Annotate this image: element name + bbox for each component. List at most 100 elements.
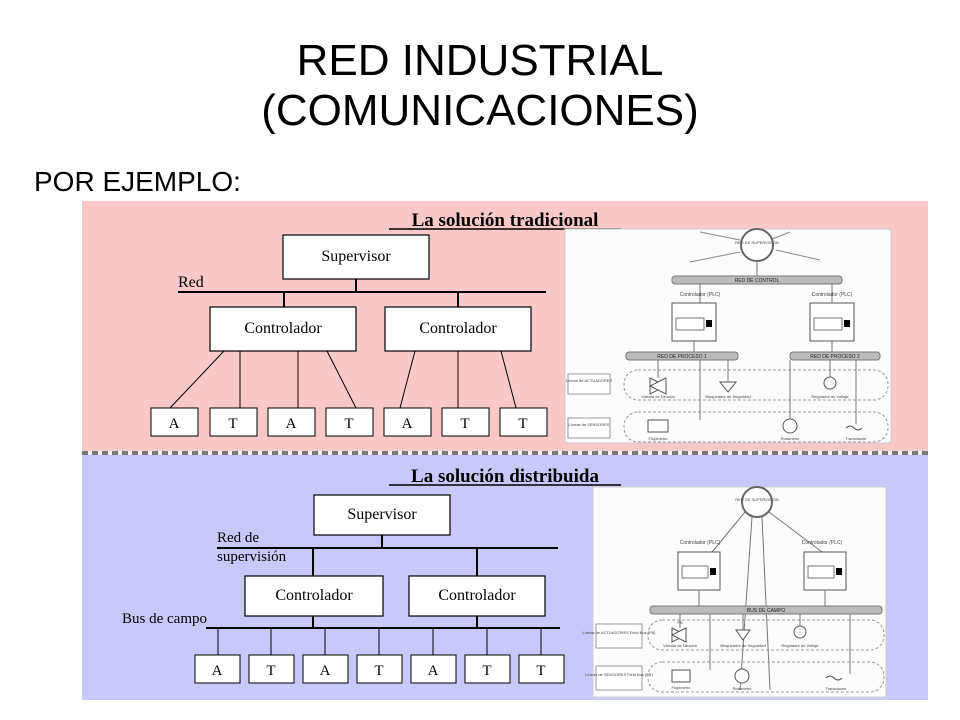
- distributed-device-label: A: [320, 663, 331, 679]
- traditional-controller-1-box: [209, 306, 357, 352]
- detail-lock-label: Bloqueador de Seguridad: [705, 394, 750, 399]
- slide-title-line-2: (COMUNICACIONES): [261, 86, 699, 135]
- distributed-device-box: [410, 654, 457, 684]
- traditional-network-label: Red: [178, 274, 204, 291]
- traditional-controller-1-label: Controlador: [244, 320, 322, 337]
- detail-sensor-lines-tag: [595, 665, 643, 691]
- rotameter-icon: [782, 418, 798, 434]
- distributed-controller-2-label: Controlador: [438, 587, 516, 604]
- traditional-device-label: A: [286, 416, 297, 432]
- detail-link: [711, 511, 746, 553]
- traditional-diagram: La solución tradicional Supervisor Red C…: [150, 210, 892, 444]
- traditional-device-label: T: [518, 416, 527, 432]
- detail-control-bus-label: RED DE CONTROL: [735, 278, 780, 284]
- detail-plc-1-label: Controlador (PLC): [680, 292, 721, 298]
- traditional-wire: [326, 350, 357, 409]
- detail-valve-label: Válvula de Dilución: [641, 394, 675, 399]
- detail-flowmeter-label: Flujómetro: [649, 436, 669, 441]
- detail-flowmeter-label: Flujómetro: [672, 685, 692, 690]
- regulator-icon: [793, 625, 807, 639]
- distributed-device-box: [248, 654, 295, 684]
- distributed-network-label-1: Red de: [217, 530, 259, 546]
- distributed-supervisor-box: [313, 494, 451, 536]
- detail-top-node-label: RED DE SUPERVISIÓN: [735, 240, 779, 245]
- plc-1-indicator-icon: [706, 320, 712, 327]
- detail-control-bus: [671, 275, 843, 285]
- distributed-device-label: T: [374, 663, 383, 679]
- rotameter-icon: [734, 668, 750, 684]
- traditional-detail-figure: RED DE SUPERVISIÓN RED DE CONTROL Contro…: [564, 228, 892, 444]
- detail-sensor-loop: [623, 411, 889, 443]
- distributed-device-label: T: [482, 663, 491, 679]
- detail-regulator-label: Regulador de Voltaje: [811, 394, 849, 399]
- detail-link: [699, 231, 741, 241]
- distributed-heading: La solución distribuida: [411, 466, 599, 487]
- regulator-icon: [823, 376, 837, 390]
- detail-plc-2-label: Controlador (PLC): [812, 292, 853, 298]
- plc-2-indicator-icon: [844, 320, 850, 327]
- traditional-device-box: [499, 407, 548, 437]
- detail-sensor-lines-label: Líneas de SENSORES: [569, 422, 610, 427]
- network-node-icon: [741, 486, 773, 518]
- detail-field-bus: [649, 605, 883, 615]
- traditional-wire: [500, 350, 517, 409]
- distributed-device-label: T: [266, 663, 275, 679]
- distributed-controller-2-box: [408, 575, 546, 617]
- slide-title-line-1: RED INDUSTRIAL: [296, 36, 664, 85]
- distributed-supervisor-label: Supervisor: [347, 506, 417, 523]
- detail-link: [739, 516, 753, 691]
- detail-sensor-lines-label: Líneas de SENSORES Field Bus (FB): [585, 672, 653, 677]
- traditional-device-label: T: [460, 416, 469, 432]
- traditional-supervisor-label: Supervisor: [321, 248, 391, 265]
- plc-1-screen-icon: [675, 317, 705, 331]
- detail-regulator-label: Regulador de Voltaje: [781, 643, 819, 648]
- traditional-device-label: A: [402, 416, 413, 432]
- network-node-icon: [740, 228, 774, 262]
- distributed-diagram: La solución distribuida Supervisor Red d…: [122, 466, 887, 698]
- detail-field-bus-label: BUS DE CAMPO: [747, 608, 785, 614]
- detail-process-bus-1-label: RED DE PROCESO 1: [657, 354, 707, 360]
- traditional-heading: La solución tradicional: [412, 210, 599, 231]
- detail-transducer-label: Transductor: [845, 436, 867, 441]
- detail-link: [775, 249, 821, 261]
- detail-lock-label: Bloqueador de Seguridad: [720, 643, 765, 648]
- distributed-network-label-2: supervisión: [217, 549, 287, 565]
- distributed-device-label: T: [536, 663, 545, 679]
- traditional-device-label: T: [228, 416, 237, 432]
- traditional-device-box: [267, 407, 316, 437]
- distributed-device-box: [518, 654, 565, 684]
- distributed-device-box: [302, 654, 349, 684]
- distributed-detail-figure: RED DE SUPERVISIÓN Controlador (PLC) Con…: [583, 486, 887, 698]
- traditional-wire: [169, 350, 225, 409]
- detail-sensor-loop: [647, 661, 885, 693]
- detail-process-bus-1: [625, 351, 739, 361]
- plc-1-indicator-icon: [710, 568, 716, 575]
- valve-icon: [670, 627, 687, 643]
- distributed-device-label: A: [212, 663, 223, 679]
- detail-actuator-lines-label: Líneas de ACTUADORES Field Bus (FB): [583, 630, 657, 635]
- detail-link: [689, 251, 741, 263]
- traditional-device-box: [209, 407, 258, 437]
- detail-process-bus-2: [789, 351, 881, 361]
- transducer-icon: [825, 675, 843, 681]
- detail-link: [768, 511, 823, 553]
- detail-valve-label: Válvula de Dilución: [663, 643, 697, 648]
- detail-sensor-lines-tag: [567, 417, 611, 439]
- distributed-device-label: A: [428, 663, 439, 679]
- distributed-device-box: [464, 654, 511, 684]
- distributed-controller-1-box: [244, 575, 384, 617]
- distributed-fieldbus-label: Bus de campo: [122, 611, 207, 627]
- detail-actuator-loop: [623, 369, 889, 401]
- plc-2-screen-icon: [807, 565, 835, 579]
- distributed-device-box: [194, 654, 241, 684]
- detail-actuator-loop: [647, 619, 885, 651]
- detail-link: [769, 231, 791, 241]
- panel-separator: [82, 451, 928, 456]
- traditional-device-box: [383, 407, 432, 437]
- plc-2-indicator-icon: [836, 568, 842, 575]
- distributed-device-box: [356, 654, 403, 684]
- flowmeter-icon: [671, 669, 691, 683]
- detail-top-node-label: RED DE SUPERVISIÓN: [735, 497, 779, 502]
- traditional-wire: [399, 350, 416, 409]
